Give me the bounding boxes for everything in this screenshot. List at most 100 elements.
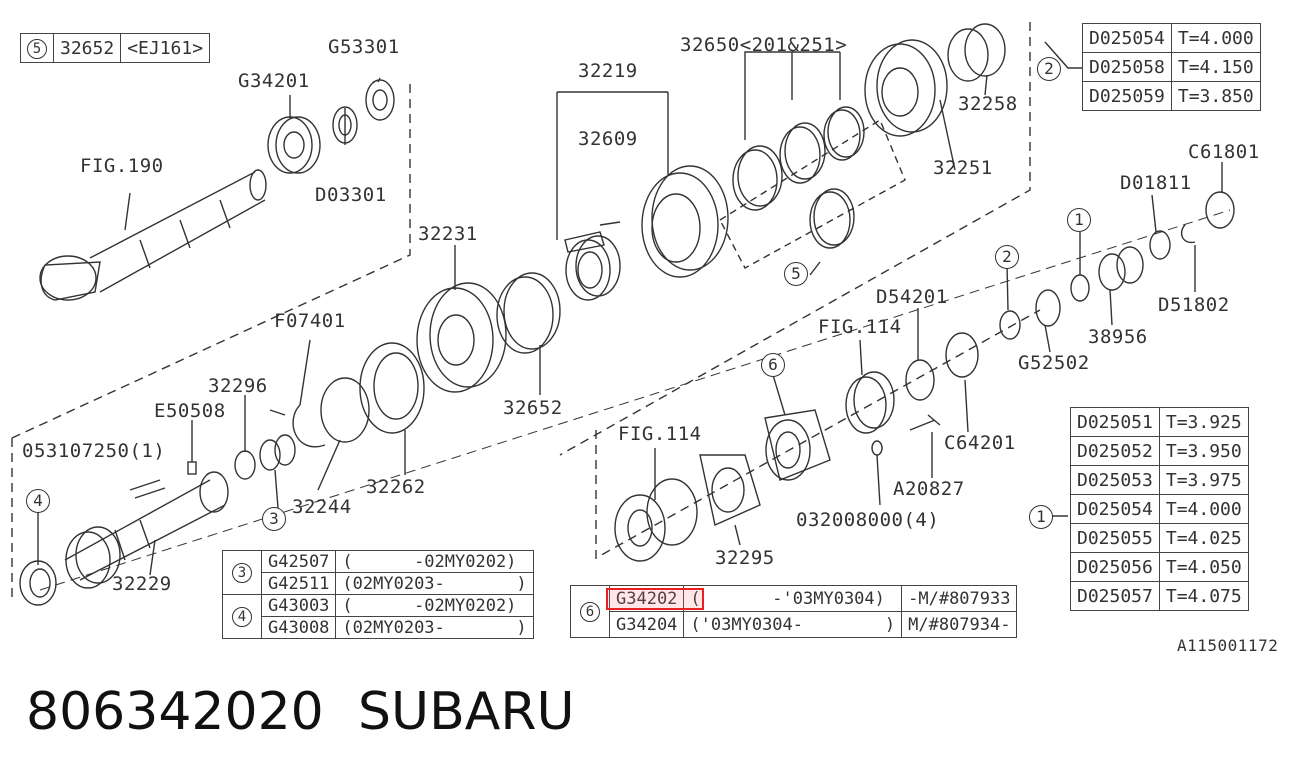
nut-g53301-inner	[372, 89, 388, 111]
callout-5: 5	[784, 262, 808, 286]
label-c64201: C64201	[944, 432, 1016, 454]
table1-callout: 1	[1029, 505, 1053, 529]
table-row[interactable]: 4 G43003 ( -02MY0202)	[222, 594, 534, 639]
table1-part[interactable]: D025051	[1070, 407, 1160, 437]
ring-32652	[496, 272, 561, 354]
table-row[interactable]: 6 G34202 ( -'03MY0304) -M/#807933	[570, 585, 1018, 638]
table-row[interactable]: G42511 (02MY0203- )	[223, 572, 534, 595]
brand-name: SUBARU	[358, 682, 575, 742]
table1-part[interactable]: D025057	[1070, 581, 1160, 611]
table1-part[interactable]: D025053	[1070, 465, 1160, 495]
table6-part-highlighted[interactable]: G34202	[606, 585, 704, 612]
key-053107250	[129, 479, 166, 499]
label-fig114-upper[interactable]: FIG.114	[818, 316, 902, 338]
label-g34201: G34201	[238, 70, 310, 92]
label-d01811: D01811	[1120, 172, 1192, 194]
table-6: 6 G34202 ( -'03MY0304) -M/#807933 G34204…	[570, 585, 1018, 638]
bearing-4-inner	[29, 568, 51, 598]
table6-part[interactable]: G34204	[608, 611, 685, 638]
nut-g52502	[1035, 289, 1061, 327]
table3-part[interactable]: G42507	[260, 550, 337, 573]
label-32296: 32296	[208, 375, 268, 397]
label-g52502: G52502	[1018, 352, 1090, 374]
table6-callout: 6	[580, 602, 600, 622]
label-053107250: 053107250(1)	[22, 440, 166, 462]
label-fig190[interactable]: FIG.190	[80, 155, 164, 177]
dashed-boundary-lower	[595, 309, 1041, 560]
callout-6: 6	[761, 353, 785, 377]
label-32258: 32258	[958, 93, 1018, 115]
table1-part[interactable]: D025056	[1070, 552, 1160, 582]
callout-2: 2	[995, 245, 1019, 269]
label-32609: 32609	[578, 128, 638, 150]
table1-thickness: T=4.025	[1158, 523, 1249, 553]
table1-part[interactable]: D025055	[1070, 523, 1160, 553]
table1-thickness: T=3.925	[1158, 407, 1249, 437]
label-g53301: G53301	[328, 36, 400, 58]
table-row[interactable]: G34204 ('03MY0304- ) M/#807934-	[571, 611, 1018, 638]
input-shaft	[39, 169, 267, 301]
table5-num: 5	[20, 33, 54, 63]
snapring-32296	[292, 339, 326, 448]
nut-c64201	[945, 332, 979, 378]
table-row[interactable]: 3 G42507 ( -02MY0202)	[222, 550, 534, 595]
table6-note: M/#807934-	[901, 611, 1018, 638]
table2-callout: 2	[1037, 57, 1061, 81]
table6-num-cell: 6	[570, 585, 610, 638]
washer-1	[1070, 274, 1090, 302]
sync-hub-32231	[565, 235, 621, 301]
table6-range: ( -'03MY0304)	[683, 585, 903, 612]
label-32244: 32244	[292, 496, 352, 518]
table3-num-cell: 3	[222, 550, 262, 595]
table5-callout: 5	[27, 39, 47, 59]
table3-part[interactable]: G42511	[260, 572, 337, 595]
table5-part[interactable]: 32652	[52, 33, 122, 63]
callout-3: 3	[262, 507, 286, 531]
shaft-32229	[64, 471, 229, 589]
label-fig114-lower[interactable]: FIG.114	[618, 423, 702, 445]
table1-part[interactable]: D025052	[1070, 436, 1160, 466]
table3-range: (02MY0203- )	[335, 572, 534, 595]
figure-code: A115001172	[1177, 636, 1279, 655]
bearing-fig114a	[845, 371, 895, 434]
gear-32231	[416, 282, 507, 393]
flange-6	[764, 409, 831, 481]
table2-part[interactable]: D025059	[1082, 81, 1172, 111]
label-f07401: F07401	[274, 310, 346, 332]
table1-thickness: T=4.000	[1158, 494, 1249, 524]
table6-part-text: G34202	[616, 588, 678, 609]
washer-d54201	[905, 359, 935, 401]
pin-e50508	[187, 461, 197, 475]
label-32295: 32295	[715, 547, 775, 569]
label-d51802: D51802	[1158, 294, 1230, 316]
table-row[interactable]: G43008 (02MY0203- )	[223, 616, 534, 639]
bushing-32258	[947, 23, 1006, 82]
callout-1: 1	[1067, 208, 1091, 232]
label-032008000: 032008000(4)	[796, 509, 940, 531]
table2-part[interactable]: D025054	[1082, 23, 1172, 53]
label-32650: 32650<201&251>	[680, 34, 848, 56]
table4-part[interactable]: G43003	[260, 594, 337, 617]
gasket-32295	[699, 454, 761, 526]
table1-part[interactable]: D025054	[1070, 494, 1160, 524]
clip-d51802	[1180, 224, 1196, 244]
table4-part[interactable]: G43008	[260, 616, 337, 639]
label-d03301: D03301	[315, 184, 387, 206]
label-d54201: D54201	[876, 286, 948, 308]
needle-bearing-32244	[259, 434, 296, 471]
table6-range: ('03MY0304- )	[683, 611, 903, 638]
table4-callout: 4	[232, 607, 252, 627]
table2-part[interactable]: D025058	[1082, 52, 1172, 82]
washer-32296	[234, 450, 256, 480]
